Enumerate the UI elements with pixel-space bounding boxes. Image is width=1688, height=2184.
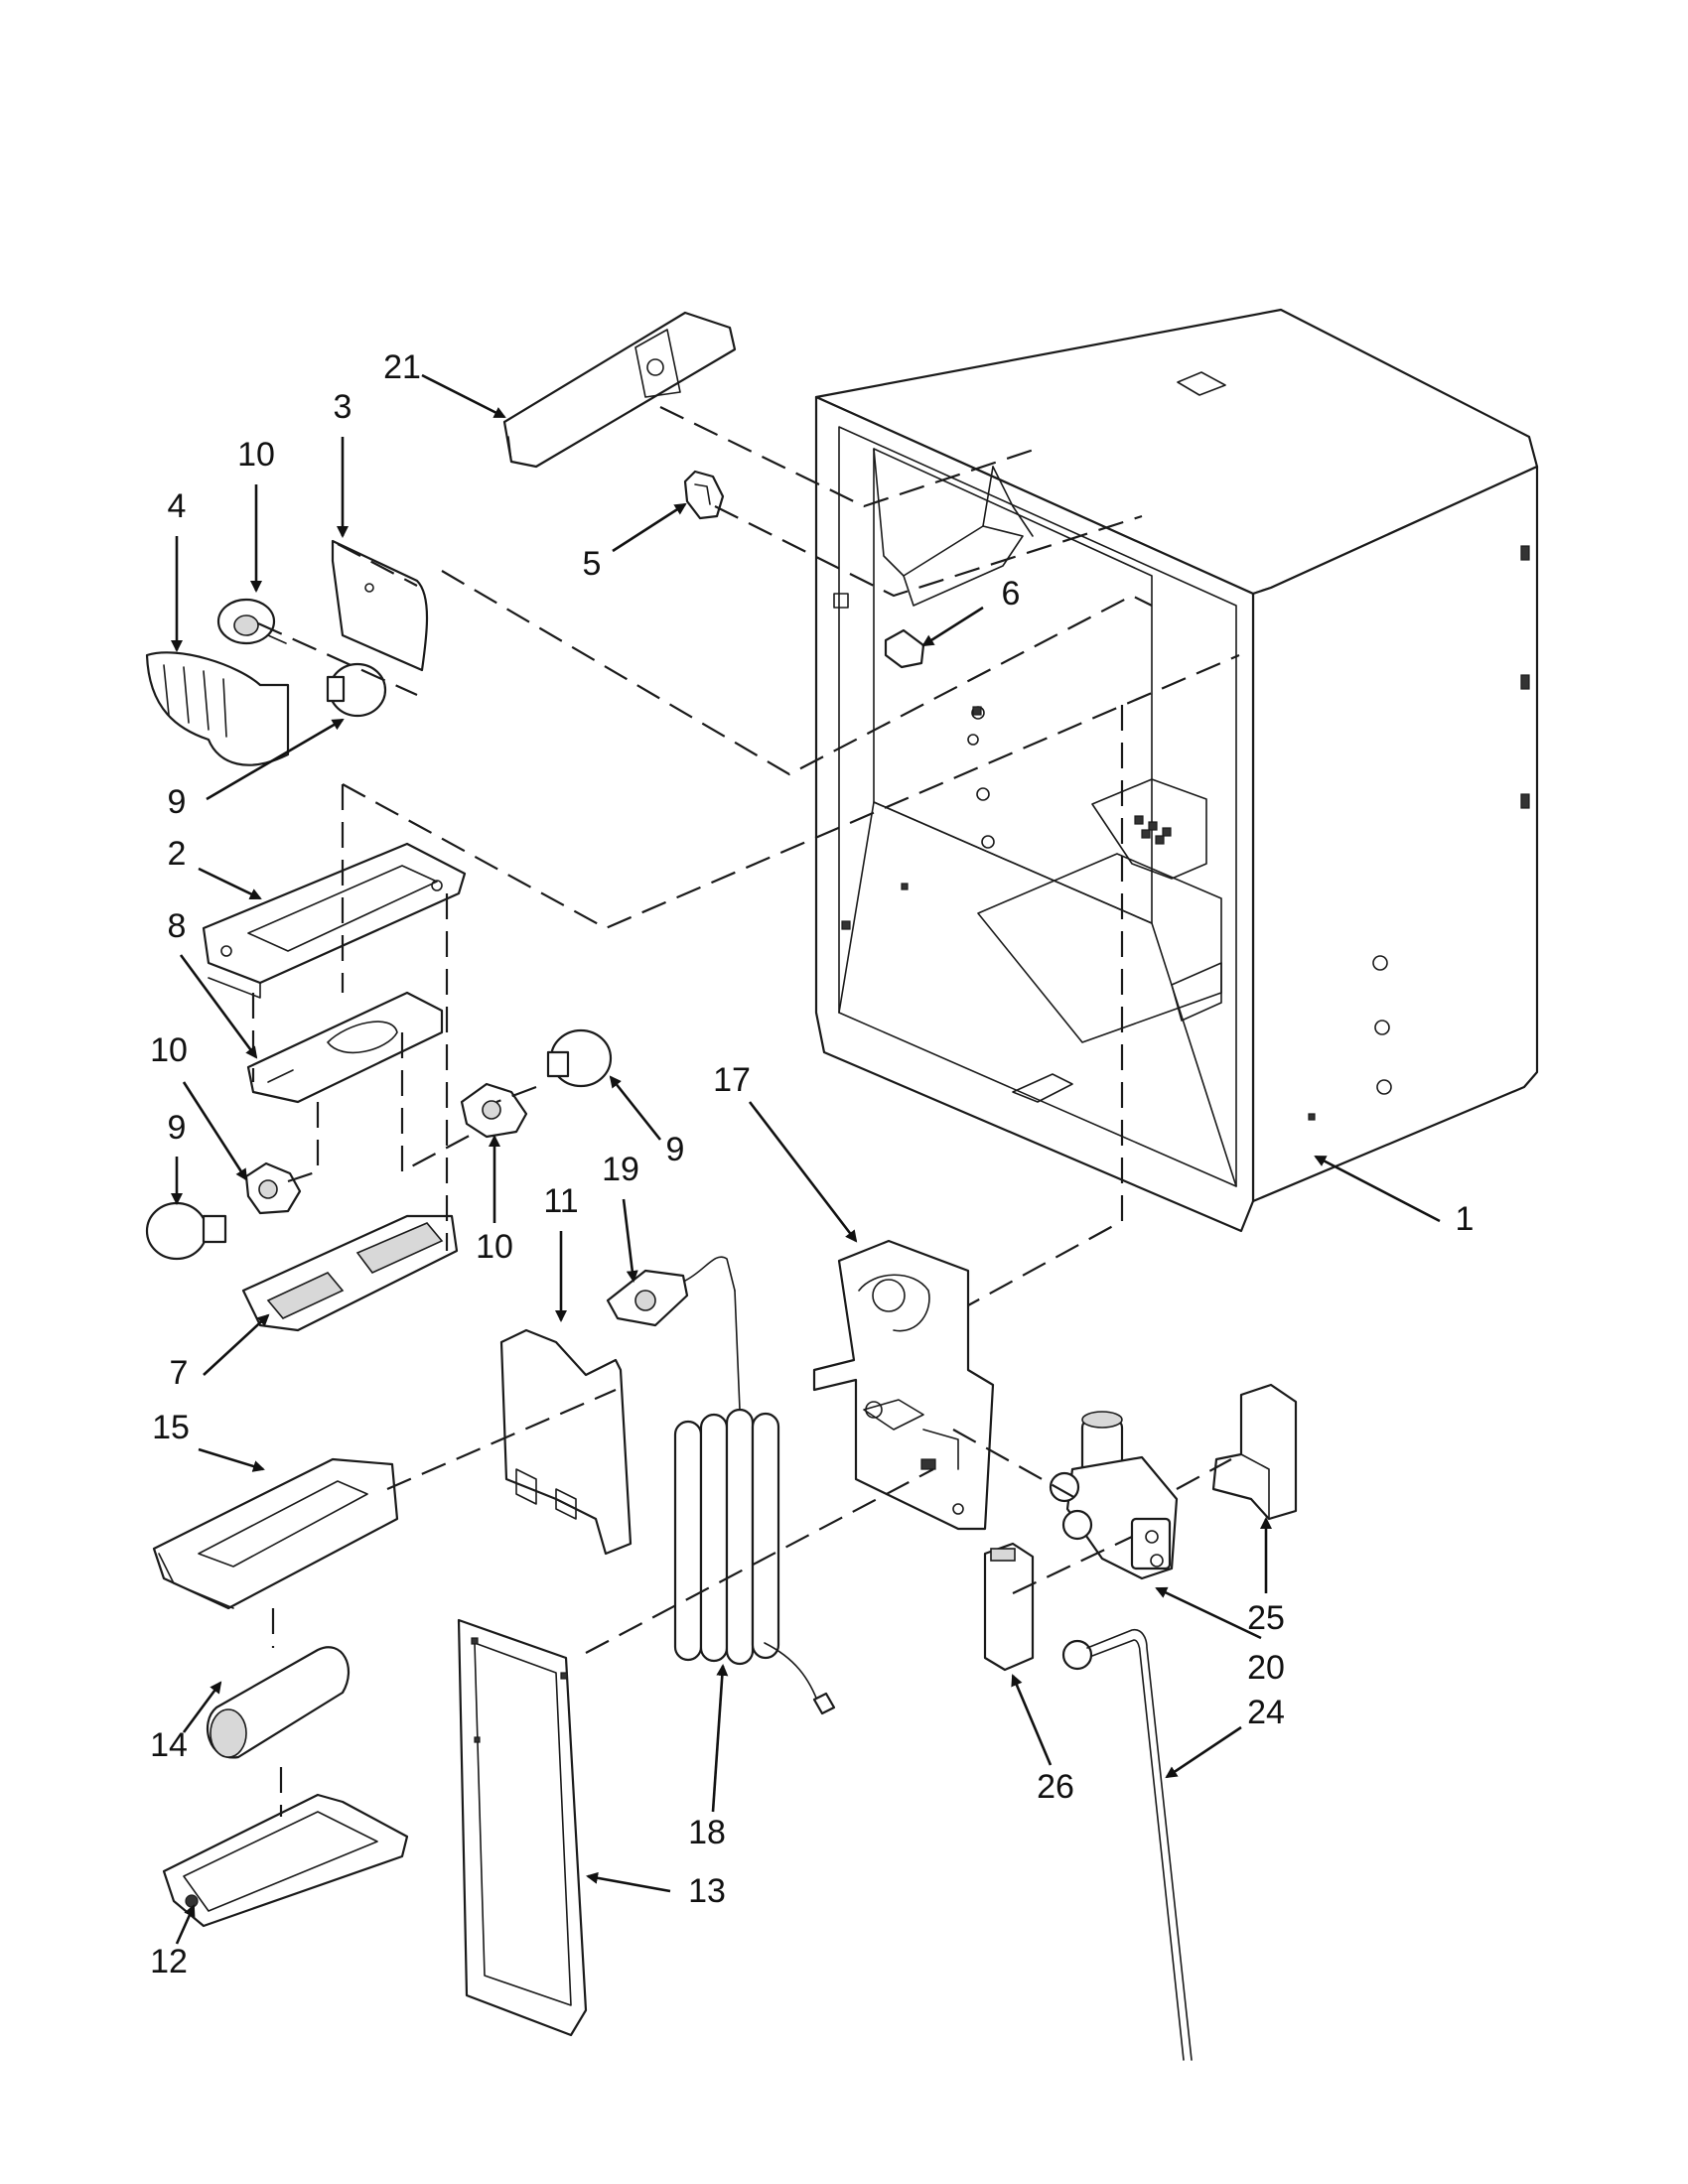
callout-25: 25 — [1247, 1599, 1285, 1637]
callout-21: 21 — [383, 348, 421, 386]
callout-26: 26 — [1037, 1768, 1074, 1806]
callout-9: 9 — [666, 1131, 685, 1168]
callout-5: 5 — [583, 545, 602, 583]
callout-4: 4 — [168, 487, 187, 525]
callout-20: 20 — [1247, 1649, 1285, 1687]
callout-17: 17 — [713, 1061, 751, 1099]
part-10-socket-left — [244, 1161, 302, 1215]
part-26-cover — [983, 1542, 1035, 1672]
part-11-bracket — [499, 1328, 633, 1556]
part-24-tube — [1061, 1628, 1193, 2061]
callout-12: 12 — [150, 1943, 188, 1980]
part-25-bracket — [1211, 1383, 1298, 1521]
part-2-housing — [202, 842, 467, 999]
part-4-grille — [145, 651, 290, 766]
part-6-clip — [884, 628, 925, 669]
callout-10: 10 — [237, 436, 275, 474]
callout-14: 14 — [150, 1726, 188, 1764]
callout-18: 18 — [688, 1814, 726, 1851]
callout-24: 24 — [1247, 1694, 1285, 1731]
part-13-panel — [457, 1618, 588, 2037]
part-18-water-tank — [673, 1290, 836, 1715]
part-14-filter — [207, 1646, 351, 1759]
part-8-lens — [246, 991, 444, 1104]
callout-9: 9 — [168, 783, 187, 821]
part-3-shield — [331, 539, 429, 672]
part-1-cabinet-liner — [814, 308, 1539, 1233]
callout-15: 15 — [152, 1409, 190, 1446]
part-9-bulb-left — [145, 1201, 227, 1261]
callout-10: 10 — [476, 1228, 513, 1266]
callout-8: 8 — [168, 907, 187, 945]
callout-2: 2 — [168, 835, 187, 873]
part-10-socket-top — [216, 598, 287, 645]
part-5-bracket — [683, 470, 725, 520]
assembly-lines — [251, 406, 1240, 1817]
callout-7: 7 — [170, 1354, 189, 1392]
part-7-grille — [241, 1214, 459, 1332]
callout-labels: 21 3 10 4 5 6 9 2 8 10 9 9 10 17 19 11 1… — [150, 348, 1474, 1980]
part-20-water-valve — [1049, 1411, 1179, 1580]
callout-13: 13 — [688, 1872, 726, 1910]
callout-3: 3 — [334, 388, 352, 426]
callout-leaders — [171, 373, 1441, 1945]
part-15-filter-head — [152, 1457, 399, 1610]
part-19-sensor — [606, 1256, 736, 1327]
part-10-socket-right — [460, 1082, 528, 1139]
callout-9: 9 — [168, 1109, 187, 1147]
part-9-bulb-right — [546, 1028, 613, 1088]
part-17-dispenser-housing — [812, 1239, 995, 1531]
part-21-cover — [502, 311, 737, 469]
part-12-tray — [162, 1793, 409, 1928]
callout-11: 11 — [543, 1182, 578, 1220]
callout-1: 1 — [1456, 1200, 1475, 1238]
callout-10: 10 — [150, 1031, 188, 1069]
callout-19: 19 — [602, 1151, 639, 1188]
part-9-bulb-top — [326, 662, 387, 718]
callout-6: 6 — [1002, 575, 1021, 613]
